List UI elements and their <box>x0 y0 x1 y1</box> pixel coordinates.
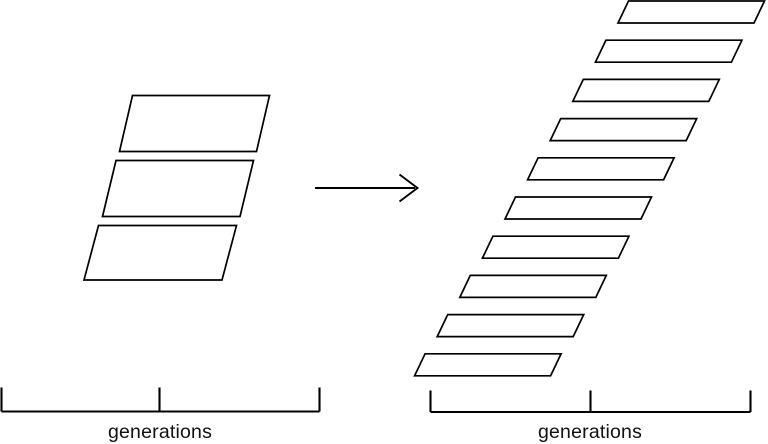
right-generations-bracket <box>429 390 752 414</box>
parallelogram <box>413 352 563 377</box>
left-generations-bracket <box>0 387 321 413</box>
left-generations-label: generations <box>107 421 213 443</box>
parallelogram <box>571 78 721 103</box>
parallelogram <box>481 235 631 260</box>
bracket-scale <box>429 390 752 414</box>
parallelogram <box>548 117 699 142</box>
parallelogram <box>82 224 238 281</box>
parallelogram <box>101 159 255 218</box>
parallelogram <box>118 94 271 153</box>
parallelogram <box>435 313 586 338</box>
short-generation-stack <box>82 94 271 281</box>
right-generations-label: generations <box>537 421 643 443</box>
bracket-scale <box>0 387 321 413</box>
parallelogram <box>526 156 676 181</box>
parallelogram <box>503 196 653 220</box>
parallelogram <box>594 39 744 64</box>
long-generation-stack <box>413 0 766 377</box>
parallelogram <box>458 274 608 299</box>
arrow-right-icon <box>315 173 420 203</box>
parallelogram <box>616 0 766 24</box>
arrow-head <box>398 173 420 203</box>
